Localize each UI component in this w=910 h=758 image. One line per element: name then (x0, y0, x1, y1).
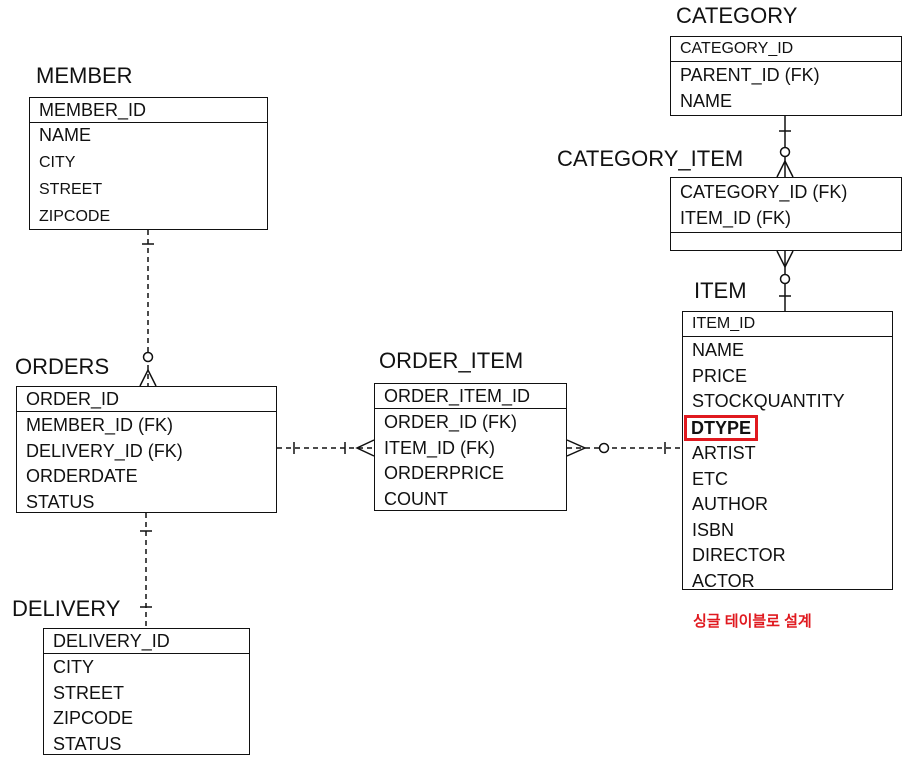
order-item-attr: ITEM_ID (FK) (384, 437, 495, 458)
delivery-attrs: CITY STREET ZIPCODE STATUS (44, 654, 249, 758)
order-item-entity: ORDER_ITEM_ID ORDER_ID (FK) ITEM_ID (FK)… (374, 383, 567, 511)
category-item-attrs: CATEGORY_ID (FK) ITEM_ID (FK) (671, 178, 901, 232)
member-attrs: NAME CITY STREET ZIPCODE (30, 123, 267, 231)
category-item-attr: CATEGORY_ID (FK) (680, 182, 848, 202)
item-attr: ARTIST (692, 443, 756, 463)
orders-attr: MEMBER_ID (FK) (26, 415, 174, 435)
member-orders-zero-mark (142, 351, 154, 363)
member-entity: MEMBER_ID NAME CITY STREET ZIPCODE (29, 97, 268, 230)
category-attr: NAME (680, 90, 733, 111)
category-entity: CATEGORY_ID PARENT_ID (FK) NAME (670, 36, 902, 116)
orders-attr: DELIVERY_ID (FK) (26, 440, 183, 461)
member-pk: MEMBER_ID (30, 98, 267, 123)
orders-attrs: MEMBER_ID (FK) DELIVERY_ID (FK) ORDERDAT… (17, 412, 276, 516)
item-attr: NAME (692, 340, 745, 360)
item-entity: ITEM_ID NAME PRICE STOCKQUANTITY DTYPE A… (682, 311, 893, 591)
catitem-zero-mark (779, 273, 791, 285)
item-attr-row-dtype: DTYPE (684, 414, 883, 442)
order-item-attr: ORDERPRICE (384, 463, 505, 483)
delivery-pk: DELIVERY_ID (44, 629, 249, 654)
member-orders-crowfoot (139, 368, 157, 387)
orders-entity: ORDER_ID MEMBER_ID (FK) DELIVERY_ID (FK)… (16, 386, 277, 513)
delivery-attr: ZIPCODE (53, 708, 134, 728)
member-attr: NAME (39, 125, 92, 145)
order-item-attr: ORDER_ID (FK) (384, 412, 518, 432)
single-table-note: 싱글 테이블로 설계 (693, 613, 812, 630)
category-item-empty-row (671, 232, 901, 255)
delivery-entity: DELIVERY_ID CITY STREET ZIPCODE STATUS (43, 628, 250, 755)
item-attr: ETC (692, 468, 728, 489)
category-pk: CATEGORY_ID (671, 37, 901, 62)
dtype-highlight: DTYPE (684, 414, 759, 441)
item-attr: STOCKQUANTITY (692, 391, 845, 411)
item-pk: ITEM_ID (683, 312, 892, 337)
category-attrs: PARENT_ID (FK) NAME (671, 62, 901, 115)
category-item-entity: CATEGORY_ID (FK) ITEM_ID (FK) (670, 177, 902, 251)
item-title: ITEM (694, 278, 747, 303)
member-title: MEMBER (36, 63, 133, 88)
orderitem-crowfoot (355, 439, 375, 457)
category-attr: PARENT_ID (FK) (680, 65, 820, 85)
catitem-top-crowfoot (776, 159, 794, 178)
item-attr: AUTHOR (692, 494, 768, 514)
category-item-attr: ITEM_ID (FK) (680, 207, 791, 228)
orders-attr: ORDERDATE (26, 466, 138, 486)
category-title: CATEGORY (676, 3, 798, 28)
delivery-title: DELIVERY (12, 596, 121, 621)
catitem-bottom-crowfoot (776, 250, 794, 269)
item-attr: ISBN (692, 519, 735, 540)
order-item-attr: COUNT (384, 488, 448, 509)
member-attr: CITY (39, 153, 76, 171)
item-side-crowfoot (566, 439, 587, 457)
order-item-pk: ORDER_ITEM_ID (375, 384, 566, 409)
orders-attr: STATUS (26, 491, 95, 512)
item-attr: PRICE (692, 365, 748, 386)
orders-pk: ORDER_ID (17, 387, 276, 412)
member-attr: STREET (39, 180, 103, 198)
order-item-attrs: ORDER_ID (FK) ITEM_ID (FK) ORDERPRICE CO… (375, 409, 566, 513)
delivery-attr: STATUS (53, 733, 122, 754)
orders-title: ORDERS (15, 354, 110, 379)
member-attr: ZIPCODE (39, 207, 111, 225)
item-side-zero-mark (598, 442, 610, 454)
category-item-title: CATEGORY_ITEM (557, 146, 744, 171)
item-attrs: NAME PRICE STOCKQUANTITY DTYPE ARTIST ET… (683, 337, 892, 595)
item-attr: DIRECTOR (692, 545, 786, 565)
item-attr: ACTOR (692, 570, 755, 591)
category-zero-mark (779, 146, 791, 158)
delivery-attr: STREET (53, 682, 125, 703)
order-item-title: ORDER_ITEM (379, 348, 524, 373)
delivery-attr: CITY (53, 657, 95, 677)
